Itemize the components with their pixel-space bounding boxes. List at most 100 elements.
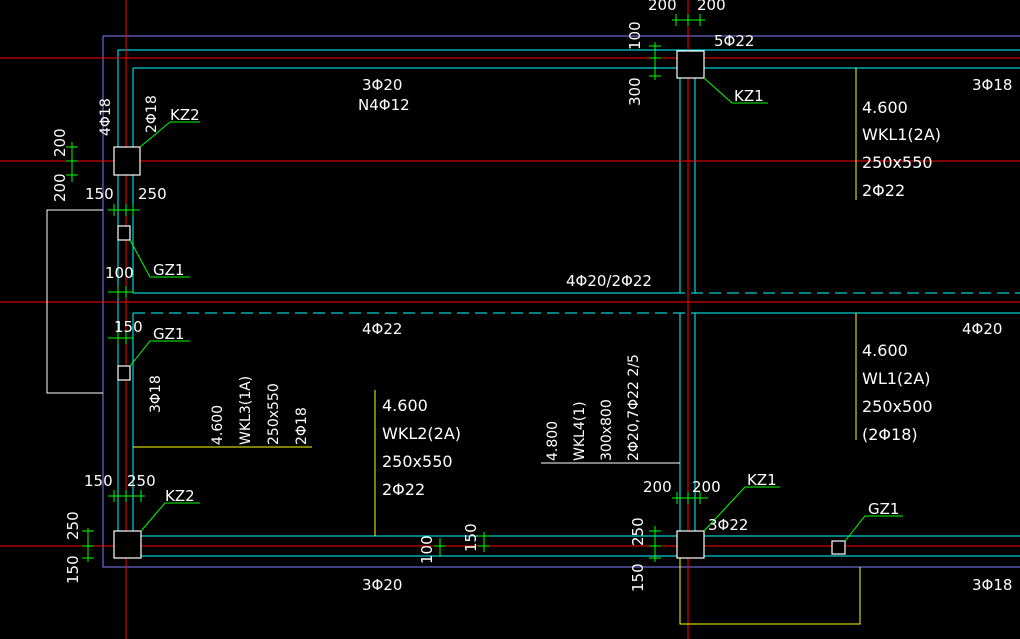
leader-kz2-top (139, 121, 200, 148)
dim-left-100 (108, 286, 133, 298)
rebar-left-4phi18: 4Φ18 (98, 98, 114, 136)
dim-top-300: 300 (626, 77, 644, 106)
wl1-bottom: (2Φ18) (862, 425, 918, 444)
wkl3-name: WKL3(1A) (238, 376, 254, 445)
wall-outline (102, 35, 1020, 568)
dim-bottom-mid-100: 100 (418, 535, 436, 564)
labels: KZ2 KZ1 GZ1 GZ1 KZ2 KZ1 GZ1 3Φ20 N4Φ12 3… (153, 32, 1012, 594)
beam-edges (117, 49, 1020, 557)
dim-left-200-a: 200 (51, 128, 69, 157)
wkl4-elev: 4.800 (545, 421, 561, 461)
mid-beam-dashed (133, 292, 1020, 314)
dim-bottom-right-horizontal (672, 492, 708, 504)
column-gz1-c[interactable] (831, 540, 846, 555)
dim-left-250: 250 (138, 185, 167, 203)
outer-wall-line (102, 35, 1020, 568)
bottom-beam-edges (118, 535, 1020, 557)
column-kz2-bottom[interactable] (113, 530, 142, 559)
dim-bottom-mid-150: 150 (462, 523, 480, 552)
label-kz1-bottom: KZ1 (747, 471, 777, 489)
dim-bottom-right-200-b: 200 (692, 478, 721, 496)
dim-left-150 (108, 332, 133, 344)
label-gz1-a: GZ1 (153, 261, 184, 279)
dim-left-150-mid: 150 (114, 318, 143, 336)
rebar-top-5phi22: 5Φ22 (714, 32, 754, 50)
dimension-text: 200 200 100 300 200 200 150 250 100 150 … (51, 0, 726, 592)
dim-left-horizontal (108, 204, 140, 216)
rotated-labels: 4.600 WKL3(1A) 250x550 2Φ18 4.800 WKL4(1… (98, 95, 642, 461)
dim-bottom-mid (434, 532, 490, 556)
leader-gz1-c (844, 515, 903, 542)
rebar-top-n4phi12: N4Φ12 (358, 96, 410, 114)
columns (113, 50, 846, 559)
left-beam-edges (117, 50, 134, 556)
label-kz2-bottom: KZ2 (165, 487, 195, 505)
rebar-top-3phi20: 3Φ20 (362, 76, 402, 94)
rebar-left-2phi18: 2Φ18 (144, 95, 160, 133)
dim-bottom-right-vertical (649, 526, 661, 562)
label-kz2-top: KZ2 (170, 106, 200, 124)
label-gz1-b: GZ1 (153, 325, 184, 343)
wl1-elev: 4.600 (862, 341, 908, 360)
dim-left-vertical (66, 142, 78, 182)
dim-top-horizontal (672, 14, 705, 26)
rebar-bottom-right-3phi18: 3Φ18 (972, 576, 1012, 594)
dim-bottom-left-horizontal (108, 490, 145, 502)
dim-top-200-left: 200 (648, 0, 677, 14)
dim-top-200-right: 200 (697, 0, 726, 14)
dim-left-150: 150 (85, 185, 114, 203)
wkl2-elev: 4.600 (382, 396, 428, 415)
dim-bottom-right-150-v: 150 (629, 563, 647, 592)
wkl3-elev: 4.600 (210, 405, 226, 445)
column-kz1-bottom[interactable] (676, 530, 705, 559)
dim-bottom-left-150: 150 (84, 472, 113, 490)
dim-bottom-left-250-v: 250 (64, 511, 82, 540)
dim-left-200-b: 200 (51, 173, 69, 202)
dim-bottom-right-200-a: 200 (643, 478, 672, 496)
dim-bottom-left-250: 250 (127, 472, 156, 490)
rebar-mid-right-4phi20: 4Φ20 (962, 320, 1002, 338)
wkl4-size: 300x800 (599, 399, 615, 461)
leader-kz1-top (703, 77, 768, 104)
wkl1-name: WKL1(2A) (862, 125, 941, 144)
wkl1-size: 250x550 (862, 153, 933, 172)
rebar-top-right-3phi18: 3Φ18 (972, 76, 1012, 94)
wkl1-elev: 4.600 (862, 98, 908, 117)
dim-bottom-left-vertical (82, 528, 94, 562)
rebar-bottom-3phi22: 3Φ22 (708, 516, 748, 534)
beam-leaders (133, 68, 857, 536)
column-kz1-top[interactable] (676, 50, 705, 79)
bottom-yellow-box (679, 556, 861, 625)
column-kz2-top[interactable] (113, 146, 141, 176)
label-gz1-c: GZ1 (868, 500, 899, 518)
column-gz1-a[interactable] (117, 225, 131, 241)
dim-top-vertical (649, 42, 661, 80)
dimension-lines (66, 14, 708, 562)
rebar-mid-4phi22: 4Φ22 (362, 320, 402, 338)
rebar-bottom-3phi20: 3Φ20 (362, 576, 402, 594)
dim-bottom-left-150-v: 150 (64, 555, 82, 584)
rebar-left-3phi18: 3Φ18 (148, 375, 164, 413)
wkl3-size: 250x550 (266, 383, 282, 445)
wkl2-size: 250x550 (382, 452, 453, 471)
wkl3-bottom: 2Φ18 (294, 407, 310, 445)
top-beam-edges (118, 49, 1020, 69)
left-outline-box (46, 209, 103, 394)
leader-gz1-a (129, 239, 190, 278)
wkl2-bottom: 2Φ22 (382, 480, 425, 499)
column-gz1-b[interactable] (117, 365, 131, 381)
leader-kz2-bottom (140, 502, 200, 532)
mid-beam-edges (133, 68, 696, 294)
wkl1-bottom: 2Φ22 (862, 181, 905, 200)
wl1-size: 250x500 (862, 397, 933, 416)
leaders (129, 77, 903, 542)
wkl4-name: WKL4(1) (572, 401, 588, 461)
wkl2-name: WKL2(2A) (382, 424, 461, 443)
leader-kz1-bottom (703, 486, 780, 532)
dim-top-100: 100 (626, 21, 644, 50)
rebar-mid-4phi20-2phi22: 4Φ20/2Φ22 (566, 272, 652, 290)
leader-gz1-b (129, 340, 190, 367)
center-column-edges (679, 312, 1020, 536)
dim-bottom-right-250-v: 250 (629, 517, 647, 546)
